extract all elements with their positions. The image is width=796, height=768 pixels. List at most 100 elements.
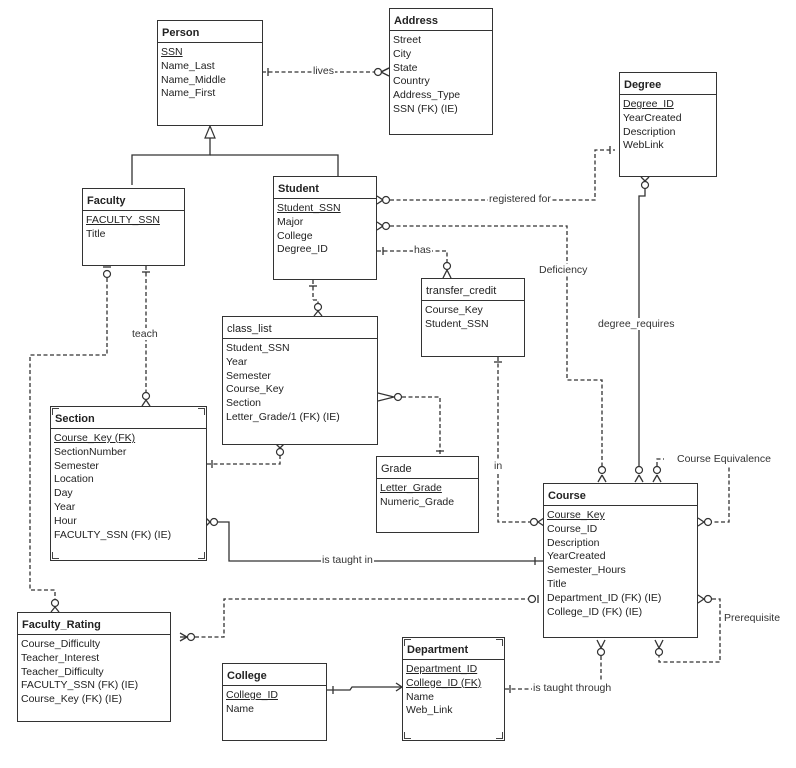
link-course-equivalence [652,458,730,527]
primary-key-attribute: Degree_ID [623,98,674,110]
entity-title: Faculty [83,189,184,211]
attribute: Semester [226,369,271,382]
attribute: Description [623,125,676,138]
primary-key-attribute: Course_Key [547,509,605,521]
entity-title: Degree [620,73,716,95]
attribute: Department_ID (FK) (IE) [547,591,662,604]
attribute: WebLink [623,139,664,152]
label-in: in [493,460,504,472]
attribute: Location [54,473,94,486]
attribute: Course_ID [547,522,598,535]
attribute: Section [226,397,262,410]
attribute: Course_Key (FK) (IE) [21,693,122,706]
dependent-corner [52,408,59,415]
attribute: Teacher_Difficulty [21,665,104,678]
attribute: FACULTY_SSN (FK) (IE) [21,679,139,692]
link-college-department [327,682,403,694]
link-class-list-grade [377,392,444,456]
label-is-taught-in: is taught in [321,554,374,566]
attribute: Course_Key [226,383,284,396]
entity-title: Department [403,638,504,660]
attribute: Major [277,215,304,228]
attribute: Year [226,355,248,368]
link-in [494,357,545,527]
attribute: Year [54,500,76,513]
link-is-taught-in [205,517,543,565]
primary-key-attribute: Course_Key (FK) [54,432,136,444]
dependent-corner [198,552,205,559]
generalization-link [131,124,339,185]
primary-key-attribute: College_ID (FK) [406,676,482,689]
primary-key-attribute: Department_ID [406,663,478,675]
attribute: Semester_Hours [547,564,626,577]
attribute: Name [406,690,435,703]
primary-key-attribute: SSN [161,46,183,58]
dependent-corner [198,408,205,415]
attribute: Description [547,536,600,549]
attribute: Street [393,34,422,46]
attribute: YearCreated [623,111,682,124]
link-section-class-list [207,443,285,468]
primary-key-attribute: College_ID [226,689,278,701]
link-student-class-list [309,280,323,317]
dependent-corner [496,639,503,646]
link-has [377,247,452,279]
attribute: Student_SSN [425,317,489,330]
link-faculty-rating [29,266,112,613]
attribute: FACULTY_SSN (FK) (IE) [54,528,172,541]
link-rating-course [179,594,539,642]
label-has: has [413,244,432,256]
label-teach: teach [131,328,159,340]
attribute: Title [86,227,106,240]
attribute: Letter_Grade/1 (FK) (IE) [226,410,340,423]
entity-title: Student [274,177,376,199]
entity-title: Address [390,9,492,31]
entity-title: Grade [377,457,478,479]
label-course-equivalence: Course Equivalence [676,453,772,465]
attribute: Semester [54,459,99,472]
attribute: YearCreated [547,550,606,563]
attribute: City [393,47,412,60]
dependent-corner [496,732,503,739]
entity-title: transfer_credit [422,279,524,301]
label-degree-requires: degree_requires [597,318,676,330]
attribute: Title [547,577,567,590]
entity-title: Section [51,407,206,429]
attribute: Web_Link [406,704,453,717]
attribute: Numeric_Grade [380,495,455,508]
attribute: Degree_ID [277,243,328,256]
attribute: State [393,61,418,74]
attribute: Address_Type [393,89,461,102]
attribute: Student_SSN [226,342,290,354]
link-registered-for [376,146,615,205]
entity-title: Faculty_Rating [18,613,170,635]
entity-title: Person [158,21,262,43]
attribute: SectionNumber [54,445,127,458]
attribute: Teacher_Interest [21,651,100,664]
